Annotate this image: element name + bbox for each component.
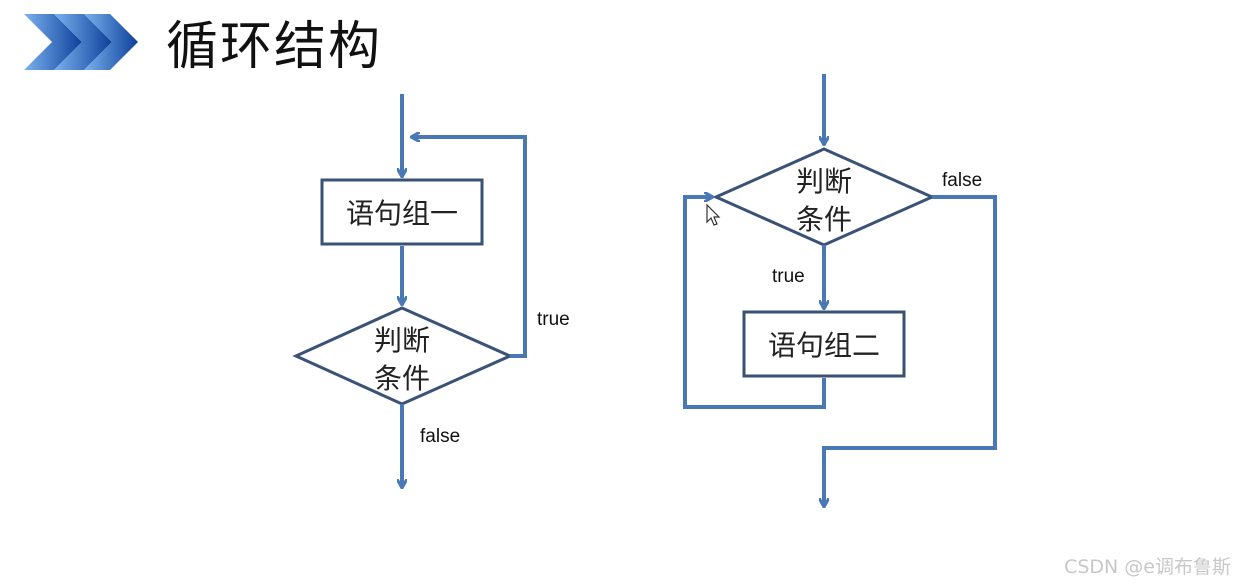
false-exit-path-2 [824,195,997,506]
mouse-cursor-icon [706,203,721,226]
true-label-1: true [537,309,570,330]
condition-text-1b: 条件 [374,362,430,395]
header-chevron-logo [24,14,138,70]
loop-back-arrow-1 [412,137,527,358]
false-label-1: false [420,426,460,447]
condition-text-2a: 判断 [796,165,852,198]
true-label-2: true [772,266,805,287]
diagram-while: 判断 条件 true 语句组二 false [683,74,997,506]
false-label-2: false [942,170,982,191]
condition-text-1a: 判断 [374,324,430,357]
statement-box-1 [320,178,484,246]
condition-text-2b: 条件 [796,203,852,236]
statement-box-2 [742,310,906,378]
diagram-do-while: 语句组一 判断 条件 true false [292,94,570,487]
loop-back-arrow-2 [683,197,826,409]
watermark: CSDN @e调布鲁斯 [1064,556,1231,578]
page-title: 循环结构 [166,17,383,77]
statement-text-2: 语句组二 [768,329,880,362]
statement-text-1: 语句组一 [346,197,458,230]
